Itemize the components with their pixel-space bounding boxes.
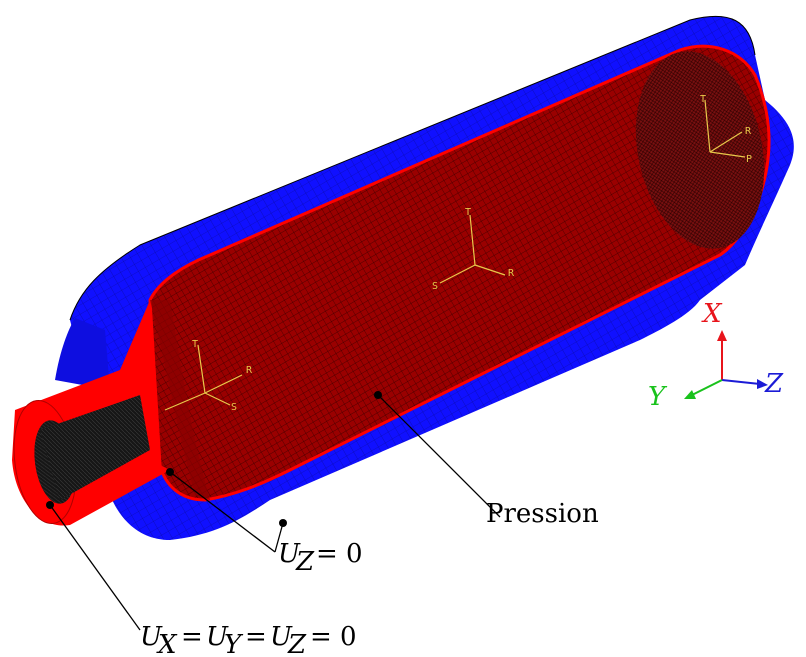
csys-center-r-axis (474, 264, 506, 276)
csys-right-p-label: P (746, 154, 752, 165)
csys-center-t-label: T (465, 207, 471, 218)
shell-top-edge (69, 15, 756, 321)
csys-left-s-axis (204, 392, 231, 406)
uxyz-eq1: = (181, 622, 203, 652)
csys-center-r-label: R (508, 268, 515, 279)
csys-right-t-axis (704, 99, 711, 153)
triad-z-label: Z (764, 369, 784, 399)
uxyz-leader (49, 504, 141, 631)
uxyz-u2: U (206, 622, 229, 652)
uz-leader-outer (274, 522, 284, 553)
triad-y-label: Y (648, 382, 668, 412)
nozzle-bore-channel (40, 395, 150, 500)
uxyz-s3: Z (287, 630, 307, 657)
uz-dot-outer (279, 519, 287, 527)
uxyz-u3: U (270, 622, 293, 652)
triad-x-label: X (701, 299, 723, 329)
uxyz-s2: Y (224, 630, 244, 657)
csys-left-r-label: R (246, 365, 253, 376)
uxyz-s1: X (156, 630, 178, 657)
csys-center-s-label: S (432, 281, 438, 292)
annotations (49, 394, 501, 631)
uz-label-sub: Z (295, 547, 315, 577)
shell-left-dome (55, 318, 110, 390)
uxyz-rest: = 0 (310, 622, 357, 652)
triad-y-axis (691, 379, 723, 396)
uz-dot-inner (166, 468, 174, 476)
cavity-shade (150, 300, 210, 500)
annotation-dots (46, 391, 382, 527)
csys-right-r-axis (709, 131, 743, 153)
global-triad (684, 330, 768, 399)
csys-center-t-axis (469, 214, 476, 266)
uz-label-u: U (278, 539, 301, 569)
pression-leader (377, 394, 501, 518)
pression-dot (374, 391, 382, 399)
vessel-nozzle (12, 300, 170, 526)
uxyz-u1: U (140, 622, 163, 652)
csys-right-p-axis (709, 151, 746, 158)
uz-label-rest: = 0 (316, 539, 363, 569)
local-csys-left (164, 344, 243, 411)
triad-z-axis (721, 379, 761, 385)
uxyz-eq2: = (245, 622, 267, 652)
local-csys-right (704, 99, 746, 158)
cavity-end-cap (635, 51, 765, 249)
triad-x-arrow (717, 330, 727, 341)
triad-z-arrow (757, 379, 768, 389)
triad-y-arrow (684, 390, 696, 399)
csys-right-r-label: R (745, 126, 752, 137)
pression-label: Pression (486, 499, 599, 529)
csys-left-s-label: S (231, 402, 237, 413)
csys-left-t-axis (197, 344, 206, 394)
uxyz-label: U X = U Y = U Z = 0 (140, 622, 357, 657)
csys-left-t-label: T (192, 339, 198, 350)
local-csys-center (439, 214, 506, 284)
uxyz-dot (46, 501, 54, 509)
csys-left-y-axis (164, 392, 206, 411)
csys-right-t-label: T (700, 94, 706, 105)
csys-left-r-axis (204, 374, 243, 394)
uz-label: U Z = 0 (278, 539, 363, 577)
csys-center-s-axis (439, 264, 476, 284)
uz-leader-inner (169, 471, 276, 553)
